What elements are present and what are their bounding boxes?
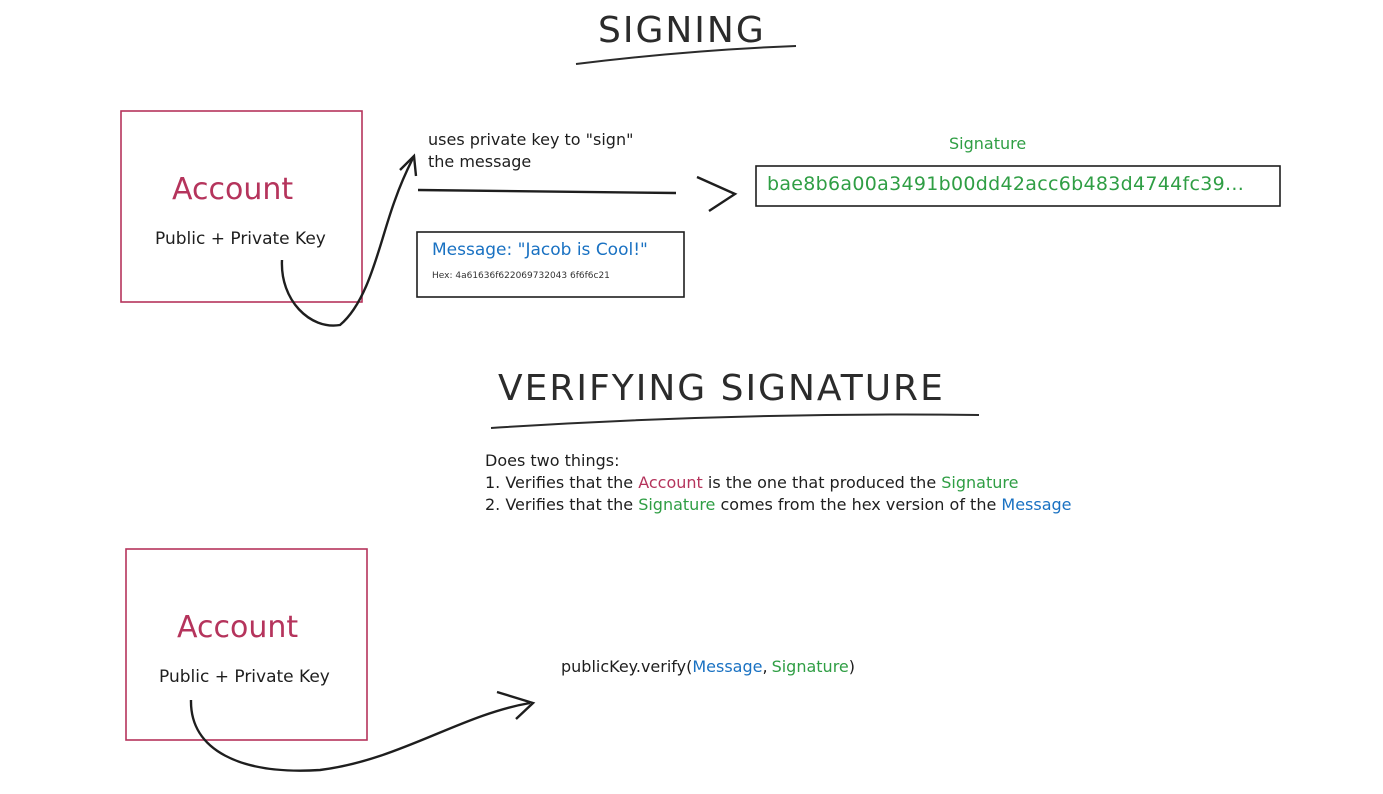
verify-item-2-message: Message xyxy=(1001,495,1072,514)
signature-label: Signature xyxy=(949,134,1027,153)
verify-item-2-signature: Signature xyxy=(638,495,716,514)
verify-code-signature: Signature xyxy=(771,657,849,676)
verify-description: Does two things: 1. Verifies that the Ac… xyxy=(485,450,1072,516)
signature-value: bae8b6a00a3491b00dd42acc6b483d4744fc39..… xyxy=(767,173,1245,195)
verify-item-2: 2. Verifies that the Signature comes fro… xyxy=(485,494,1072,516)
verify-curve-arrow xyxy=(189,699,531,772)
message-box xyxy=(416,231,685,298)
verify-code-comma: , xyxy=(762,657,768,676)
verify-code-prefix: publicKey.verify( xyxy=(561,657,693,676)
signature-box xyxy=(755,165,1281,207)
verify-item-2-middle: comes from the hex version of the xyxy=(720,495,997,514)
sign-curve-arrow xyxy=(280,157,415,327)
verify-item-1-middle: is the one that produced the xyxy=(707,473,937,492)
signing-title-underline xyxy=(575,45,797,65)
account-box-signing xyxy=(120,110,363,303)
verify-item-1: 1. Verifies that the Account is the one … xyxy=(485,472,1072,494)
verifying-account-title: Account xyxy=(177,610,299,645)
verify-item-2-prefix: 2. Verifies that the xyxy=(485,495,634,514)
sign-horizontal-line xyxy=(417,188,677,195)
verifying-title: VERIFYING SIGNATURE xyxy=(498,368,945,409)
verify-code-suffix: ) xyxy=(848,657,856,676)
sign-note-line2: the message xyxy=(428,152,532,171)
verify-code: publicKey.verify(Message,Signature) xyxy=(561,657,855,676)
signing-account-title: Account xyxy=(172,172,294,207)
account-box-verifying xyxy=(125,548,368,741)
sign-note: uses private key to "sign" the message xyxy=(428,129,633,173)
sign-curve-arrowhead xyxy=(399,153,418,177)
sign-note-line1: uses private key to "sign" xyxy=(428,130,634,149)
hex-label: Hex: 4a61636f622069732043 6f6f6c21 xyxy=(432,271,610,281)
verifying-title-underline xyxy=(490,413,980,429)
signing-account-sub: Public + Private Key xyxy=(155,229,326,249)
verify-item-1-prefix: 1. Verifies that the xyxy=(485,473,634,492)
verifying-account-sub: Public + Private Key xyxy=(159,667,330,687)
verify-code-message: Message xyxy=(692,657,763,676)
sign-horizontal-arrowhead xyxy=(696,175,738,213)
signing-title: SIGNING xyxy=(598,10,766,51)
verify-item-1-signature: Signature xyxy=(941,473,1019,492)
verify-curve-arrowhead xyxy=(496,690,536,720)
verify-item-1-account: Account xyxy=(638,473,703,492)
verify-intro: Does two things: xyxy=(485,451,620,470)
message-label: Message: "Jacob is Cool!" xyxy=(432,240,648,260)
